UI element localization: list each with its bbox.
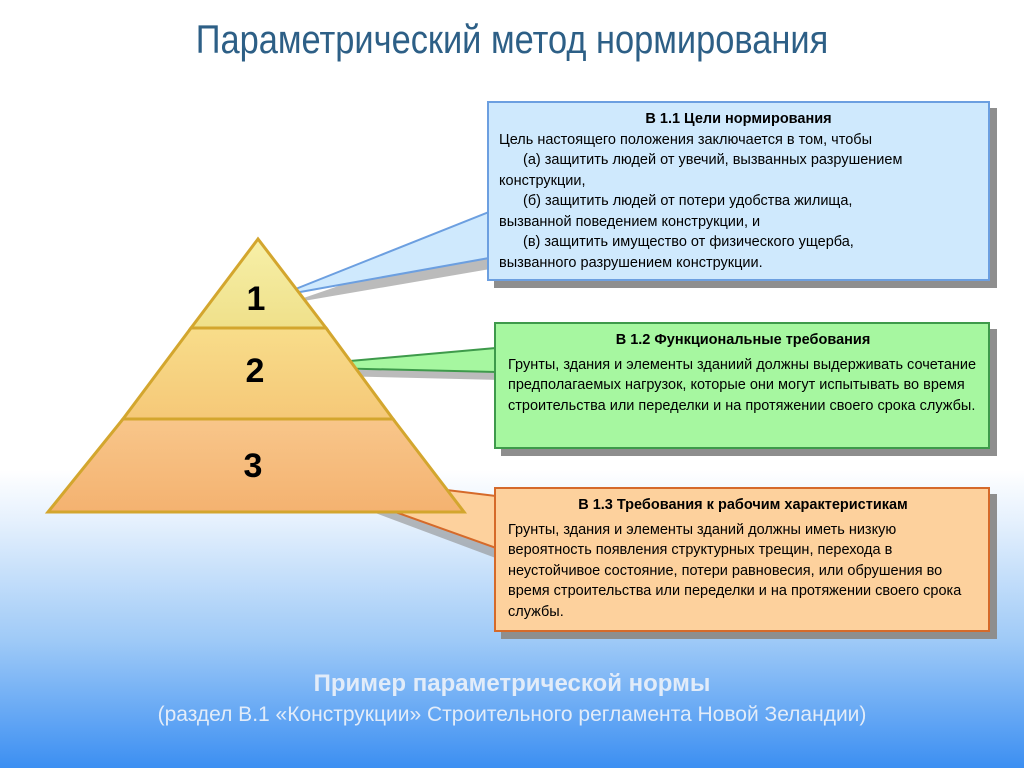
- objectives-item-a-cont: конструкции,: [499, 172, 586, 189]
- functional-requirements-body: Грунты, здания и элементы зданиий должны…: [508, 356, 977, 414]
- objectives-item-b: (б) защитить людей от потери удобства жи…: [523, 193, 853, 209]
- pyramid-level-2-label: 2: [245, 352, 265, 390]
- objectives-item-b-cont: вызванной поведением конструкции, и: [499, 213, 761, 230]
- functional-requirements-box: В 1.2 Функциональные требования Грунты, …: [494, 322, 990, 449]
- objectives-header: В 1.1 Цели нормирования: [645, 111, 832, 127]
- performance-requirements-box: В 1.3 Требования к рабочим характеристик…: [494, 487, 990, 632]
- caption-sub: (раздел В.1 «Конструкции» Строительного …: [157, 703, 867, 726]
- objectives-item-a: (а) защитить людей от увечий, вызванных …: [523, 152, 903, 168]
- objectives-intro: Цель настоящего положения заключается в …: [499, 131, 873, 148]
- objectives-item-c: (в) защитить имущество от физического ущ…: [523, 234, 854, 250]
- caption-main: Пример параметрической нормы: [313, 670, 711, 697]
- page-title: Параметрический метод нормирования: [195, 18, 829, 62]
- performance-requirements-body: Грунты, здания и элементы зданий должны …: [508, 521, 962, 620]
- functional-requirements-header: В 1.2 Функциональные требования: [615, 332, 871, 348]
- performance-requirements-header: В 1.3 Требования к рабочим характеристик…: [578, 497, 908, 513]
- objectives-item-c-cont: вызванного разрушением конструкции.: [499, 254, 763, 271]
- pyramid-tier-3: [44, 417, 468, 514]
- pyramid-level-3-label: 3: [243, 447, 263, 485]
- objectives-box: В 1.1 Цели нормирования Цель настоящего …: [487, 101, 990, 281]
- pyramid-level-1-label: 1: [246, 280, 266, 318]
